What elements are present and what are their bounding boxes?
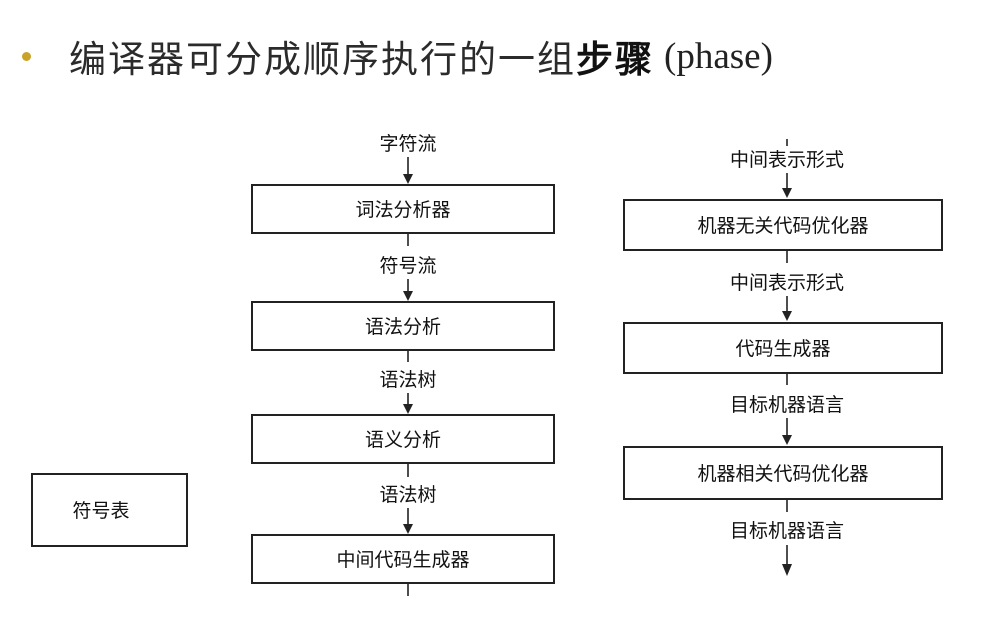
- left-arrow-2-head: [403, 404, 413, 414]
- left-box-lexer-label: 词法分析器: [355, 199, 450, 221]
- heading-bold-text: 步骤: [576, 37, 654, 81]
- right-box-dependent-optimizer-label: 机器相关代码优化器: [697, 463, 868, 485]
- right-input-label: 中间表示形式: [730, 149, 844, 171]
- heading-text: 编译器可分成顺序执行的一组: [69, 38, 576, 81]
- symbol-table-box: [31, 473, 188, 547]
- right-arrow-1-head: [782, 311, 792, 321]
- bullet-dot-icon: [22, 51, 31, 61]
- right-arrow-2-head: [782, 435, 792, 445]
- right-box-independent-optimizer-label: 机器无关代码优化器: [697, 215, 868, 237]
- left-box-semantic-label: 语义分析: [365, 429, 441, 451]
- left-label-3: 语法树: [379, 484, 436, 506]
- left-box-ir-generator: [251, 534, 555, 584]
- left-box-lexer: [251, 184, 555, 234]
- left-box-semantic: [251, 414, 555, 464]
- right-box-independent-optimizer: [623, 199, 943, 251]
- right-arrow-3-head: [782, 564, 792, 576]
- right-label-2: 目标机器语言: [730, 394, 844, 416]
- left-input-label: 字符流: [379, 133, 436, 155]
- heading-english-text: (phase): [664, 35, 773, 77]
- right-box-code-generator: [623, 322, 943, 374]
- left-box-ir-generator-label: 中间代码生成器: [336, 549, 469, 571]
- left-arrow-1-head: [403, 291, 413, 301]
- right-box-dependent-optimizer: [623, 446, 943, 500]
- symbol-table-label: 符号表: [72, 500, 129, 522]
- right-label-3: 目标机器语言: [730, 520, 844, 542]
- slide-heading: 编译器可分成顺序执行的一组 步骤 (phase): [22, 26, 952, 86]
- left-arrow-0-head: [403, 174, 413, 184]
- right-arrow-0-head: [782, 188, 792, 198]
- left-box-parser: [251, 301, 555, 351]
- right-label-1: 中间表示形式: [730, 272, 844, 294]
- right-box-code-generator-label: 代码生成器: [735, 338, 830, 360]
- left-arrow-3-head: [403, 524, 413, 534]
- left-box-parser-label: 语法分析: [365, 316, 441, 338]
- left-label-1: 符号流: [379, 255, 436, 277]
- left-label-2: 语法树: [379, 369, 436, 391]
